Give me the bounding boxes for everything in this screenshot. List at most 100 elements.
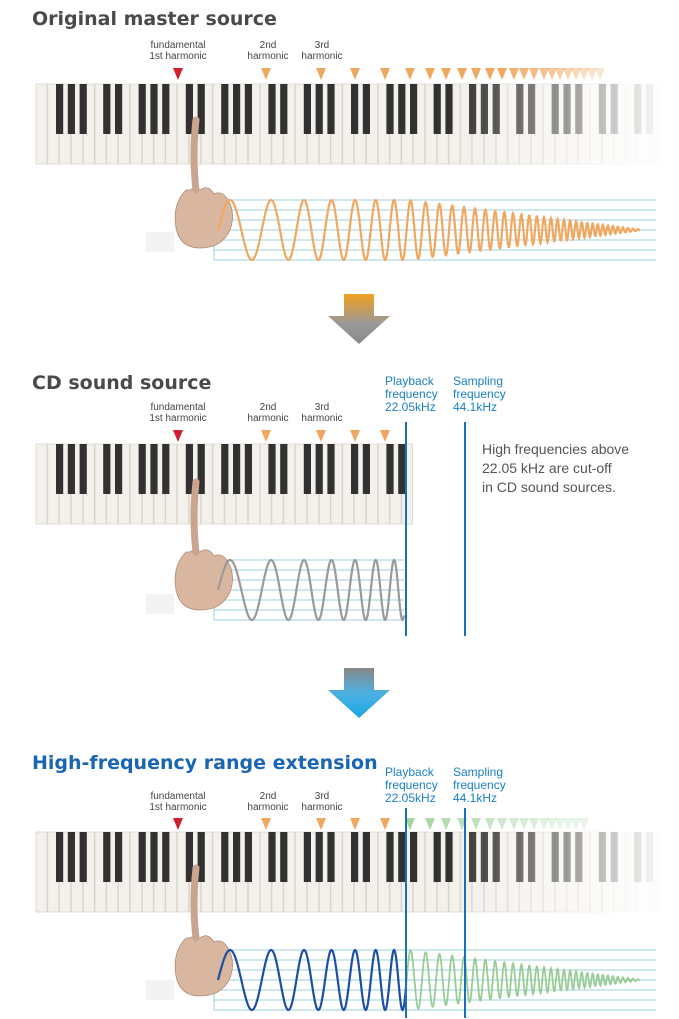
harmonic-marker xyxy=(509,68,519,80)
black-key xyxy=(56,84,64,134)
blue-waveform-path xyxy=(216,948,408,1012)
black-key xyxy=(646,832,654,882)
black-key xyxy=(351,832,359,882)
black-key xyxy=(327,84,335,134)
third-text: 3rd xyxy=(314,402,330,413)
harmonic-marker xyxy=(457,68,467,80)
extended-harmonic-marker xyxy=(529,818,539,830)
black-key xyxy=(315,84,323,134)
piano-keyboard xyxy=(35,831,661,913)
fundamental-text: fundamental xyxy=(150,402,206,413)
panel2-diagram xyxy=(35,422,466,636)
first-harmonic-text: 1st harmonic xyxy=(149,802,207,813)
harmonic-marker xyxy=(571,68,581,80)
harmonic-marker xyxy=(539,68,549,80)
hand-icon xyxy=(146,116,233,252)
black-key xyxy=(150,832,158,882)
hand-icon xyxy=(146,864,233,1000)
harmonic-marker xyxy=(350,430,360,442)
black-key xyxy=(67,444,75,494)
black-key xyxy=(303,444,311,494)
black-key xyxy=(410,832,418,882)
orange-waveform-path xyxy=(216,198,641,262)
black-key xyxy=(386,444,394,494)
harmonic-marker xyxy=(497,68,507,80)
harmonic-text: harmonic xyxy=(247,413,289,424)
harmonic-text: harmonic xyxy=(301,802,343,813)
black-key xyxy=(197,444,205,494)
first-harmonic-text: 1st harmonic xyxy=(149,413,207,424)
black-key xyxy=(185,444,193,494)
white-key xyxy=(578,83,591,165)
harmonic-marker xyxy=(563,68,573,80)
black-key xyxy=(221,832,229,882)
black-key xyxy=(598,832,606,882)
extended-harmonic-marker xyxy=(425,818,435,830)
black-key xyxy=(480,84,488,134)
black-key xyxy=(351,444,359,494)
black-key xyxy=(398,832,406,882)
panel1-fundamental-label: fundamental 1st harmonic xyxy=(140,40,216,62)
black-key xyxy=(433,832,441,882)
panel3-title: High-frequency range extension xyxy=(32,752,378,774)
black-key xyxy=(115,832,123,882)
white-key xyxy=(543,83,555,165)
harmonic-marker xyxy=(519,68,529,80)
black-key xyxy=(551,832,559,882)
black-key xyxy=(563,832,571,882)
harmonic-marker xyxy=(380,818,390,830)
green-extension-waveform xyxy=(405,949,641,1010)
black-key xyxy=(103,832,111,882)
black-key xyxy=(197,832,205,882)
panel2-third-harmonic-label: 3rd harmonic xyxy=(294,402,350,424)
panel3-diagram xyxy=(35,808,661,1018)
harmonic-marker xyxy=(405,68,415,80)
white-key xyxy=(35,443,48,525)
extended-harmonic-marker xyxy=(547,818,557,830)
black-key xyxy=(67,84,75,134)
black-key xyxy=(280,84,288,134)
extended-harmonic-marker xyxy=(441,818,451,830)
black-key xyxy=(56,832,64,882)
white-key xyxy=(602,831,614,913)
gray-waveform-path xyxy=(216,558,406,622)
black-key xyxy=(445,832,453,882)
black-key xyxy=(492,832,500,882)
white-key xyxy=(35,831,48,913)
black-key xyxy=(280,832,288,882)
first-harmonic-text: 1st harmonic xyxy=(149,51,207,62)
harmonic-text: harmonic xyxy=(301,51,343,62)
fundamental-text: fundamental xyxy=(150,791,206,802)
black-key xyxy=(162,84,170,134)
black-key xyxy=(551,84,559,134)
black-key xyxy=(598,84,606,134)
white-key xyxy=(602,83,614,165)
black-key xyxy=(103,444,111,494)
white-key xyxy=(649,83,661,165)
white-key xyxy=(625,83,638,165)
white-key xyxy=(35,83,48,165)
black-key xyxy=(185,84,193,134)
harmonic-marker xyxy=(316,68,326,80)
down-arrow-icon xyxy=(328,294,390,344)
black-key xyxy=(610,832,618,882)
panel1-diagram xyxy=(35,68,661,262)
extended-harmonic-marker xyxy=(485,818,495,830)
staff-lines xyxy=(213,949,656,1011)
black-key xyxy=(386,832,394,882)
gray-waveform xyxy=(216,558,406,622)
black-key xyxy=(480,832,488,882)
black-key xyxy=(244,84,252,134)
black-key xyxy=(115,84,123,134)
black-key xyxy=(221,444,229,494)
black-key xyxy=(469,84,477,134)
harmonic-marker xyxy=(261,818,271,830)
white-key xyxy=(613,831,626,913)
black-key xyxy=(79,832,87,882)
harmonic-marker xyxy=(350,818,360,830)
harmonic-marker xyxy=(316,818,326,830)
green-extension-waveform-path xyxy=(405,949,641,1010)
